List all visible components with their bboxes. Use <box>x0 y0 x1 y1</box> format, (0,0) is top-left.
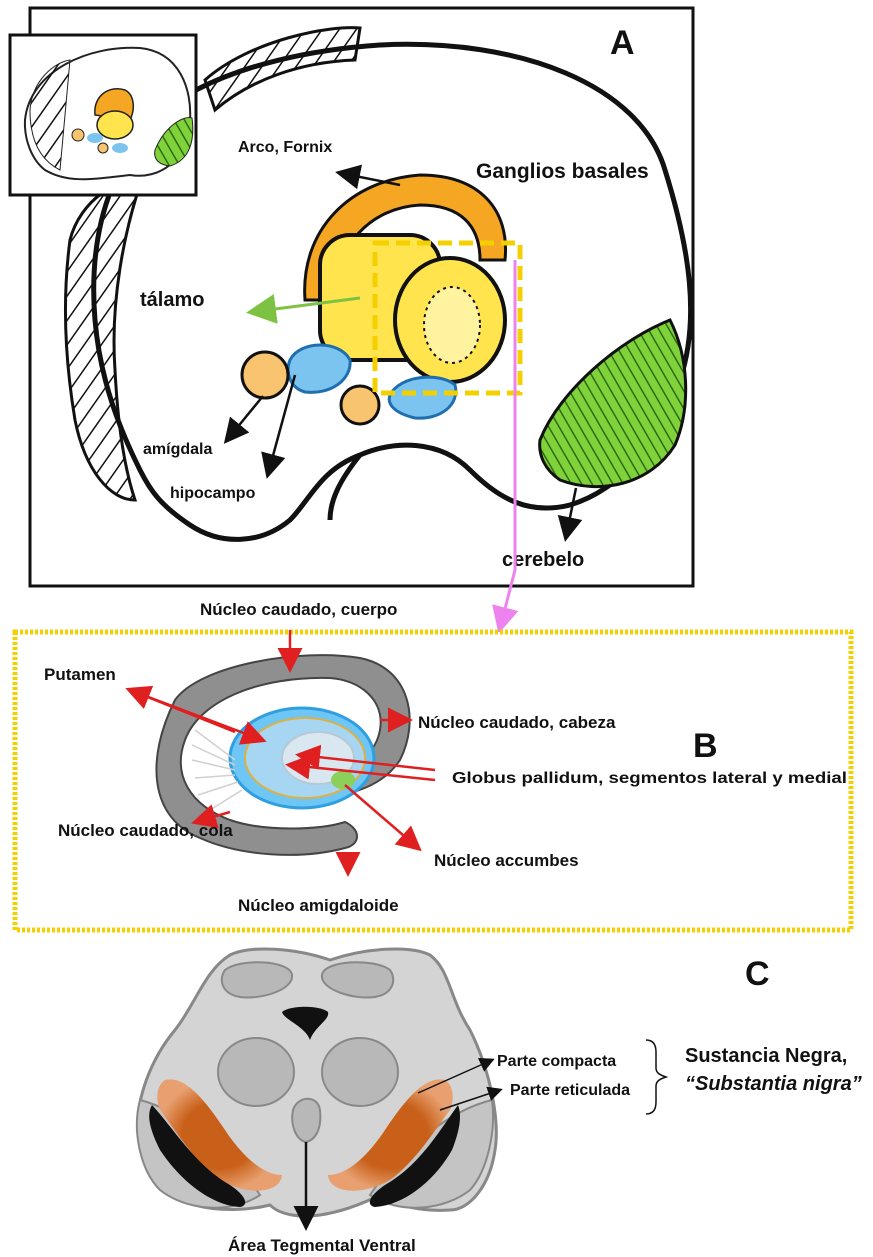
panel-a-letter: A <box>610 24 635 62</box>
red-nucleus-right <box>322 1038 398 1106</box>
panel-b-letter: B <box>693 727 718 765</box>
inset-thumbnail <box>10 35 196 195</box>
panel-a: A Arco, Fornix Ganglios basales tálamo a… <box>10 8 693 586</box>
panel-b: B Núcleo caudado, cuerpo Putamen Núcleo … <box>15 600 851 930</box>
label-caudado-cola: Núcleo caudado, cola <box>58 821 233 840</box>
accumbens-shape <box>331 771 355 789</box>
label-caudado-cabeza: Núcleo caudado, cabeza <box>418 713 616 732</box>
label-fornix: Arco, Fornix <box>238 139 332 156</box>
vta-region <box>292 1099 320 1142</box>
label-accumbens: Núcleo accumbes <box>434 851 579 870</box>
label-ganglios: Ganglios basales <box>476 160 649 183</box>
label-vta: Área Tegmental Ventral <box>228 1236 416 1255</box>
label-compacta: Parte compacta <box>497 1053 616 1070</box>
label-amigdaloide: Núcleo amigdaloide <box>238 896 399 915</box>
amygdala-left <box>242 352 288 398</box>
label-sustancia-negra: Sustancia Negra, <box>685 1045 847 1067</box>
label-putamen: Putamen <box>44 665 116 684</box>
label-caudado-cuerpo: Núcleo caudado, cuerpo <box>200 600 397 619</box>
label-talamo: tálamo <box>140 289 204 311</box>
label-amigdala: amígdala <box>143 441 212 458</box>
panel-c: C Parte compacta Parte reticulada Sustan… <box>137 949 862 1255</box>
panel-c-letter: C <box>745 955 770 993</box>
label-reticulada: Parte reticulada <box>510 1082 630 1099</box>
label-globus: Globus pallidum, segmentos lateral y med… <box>452 770 847 787</box>
sustancia-bracket <box>646 1040 666 1114</box>
label-substantia-nigra: “Substantia nigra” <box>685 1073 862 1095</box>
label-hipocampo: hipocampo <box>170 485 256 502</box>
red-nucleus-left <box>218 1038 294 1106</box>
